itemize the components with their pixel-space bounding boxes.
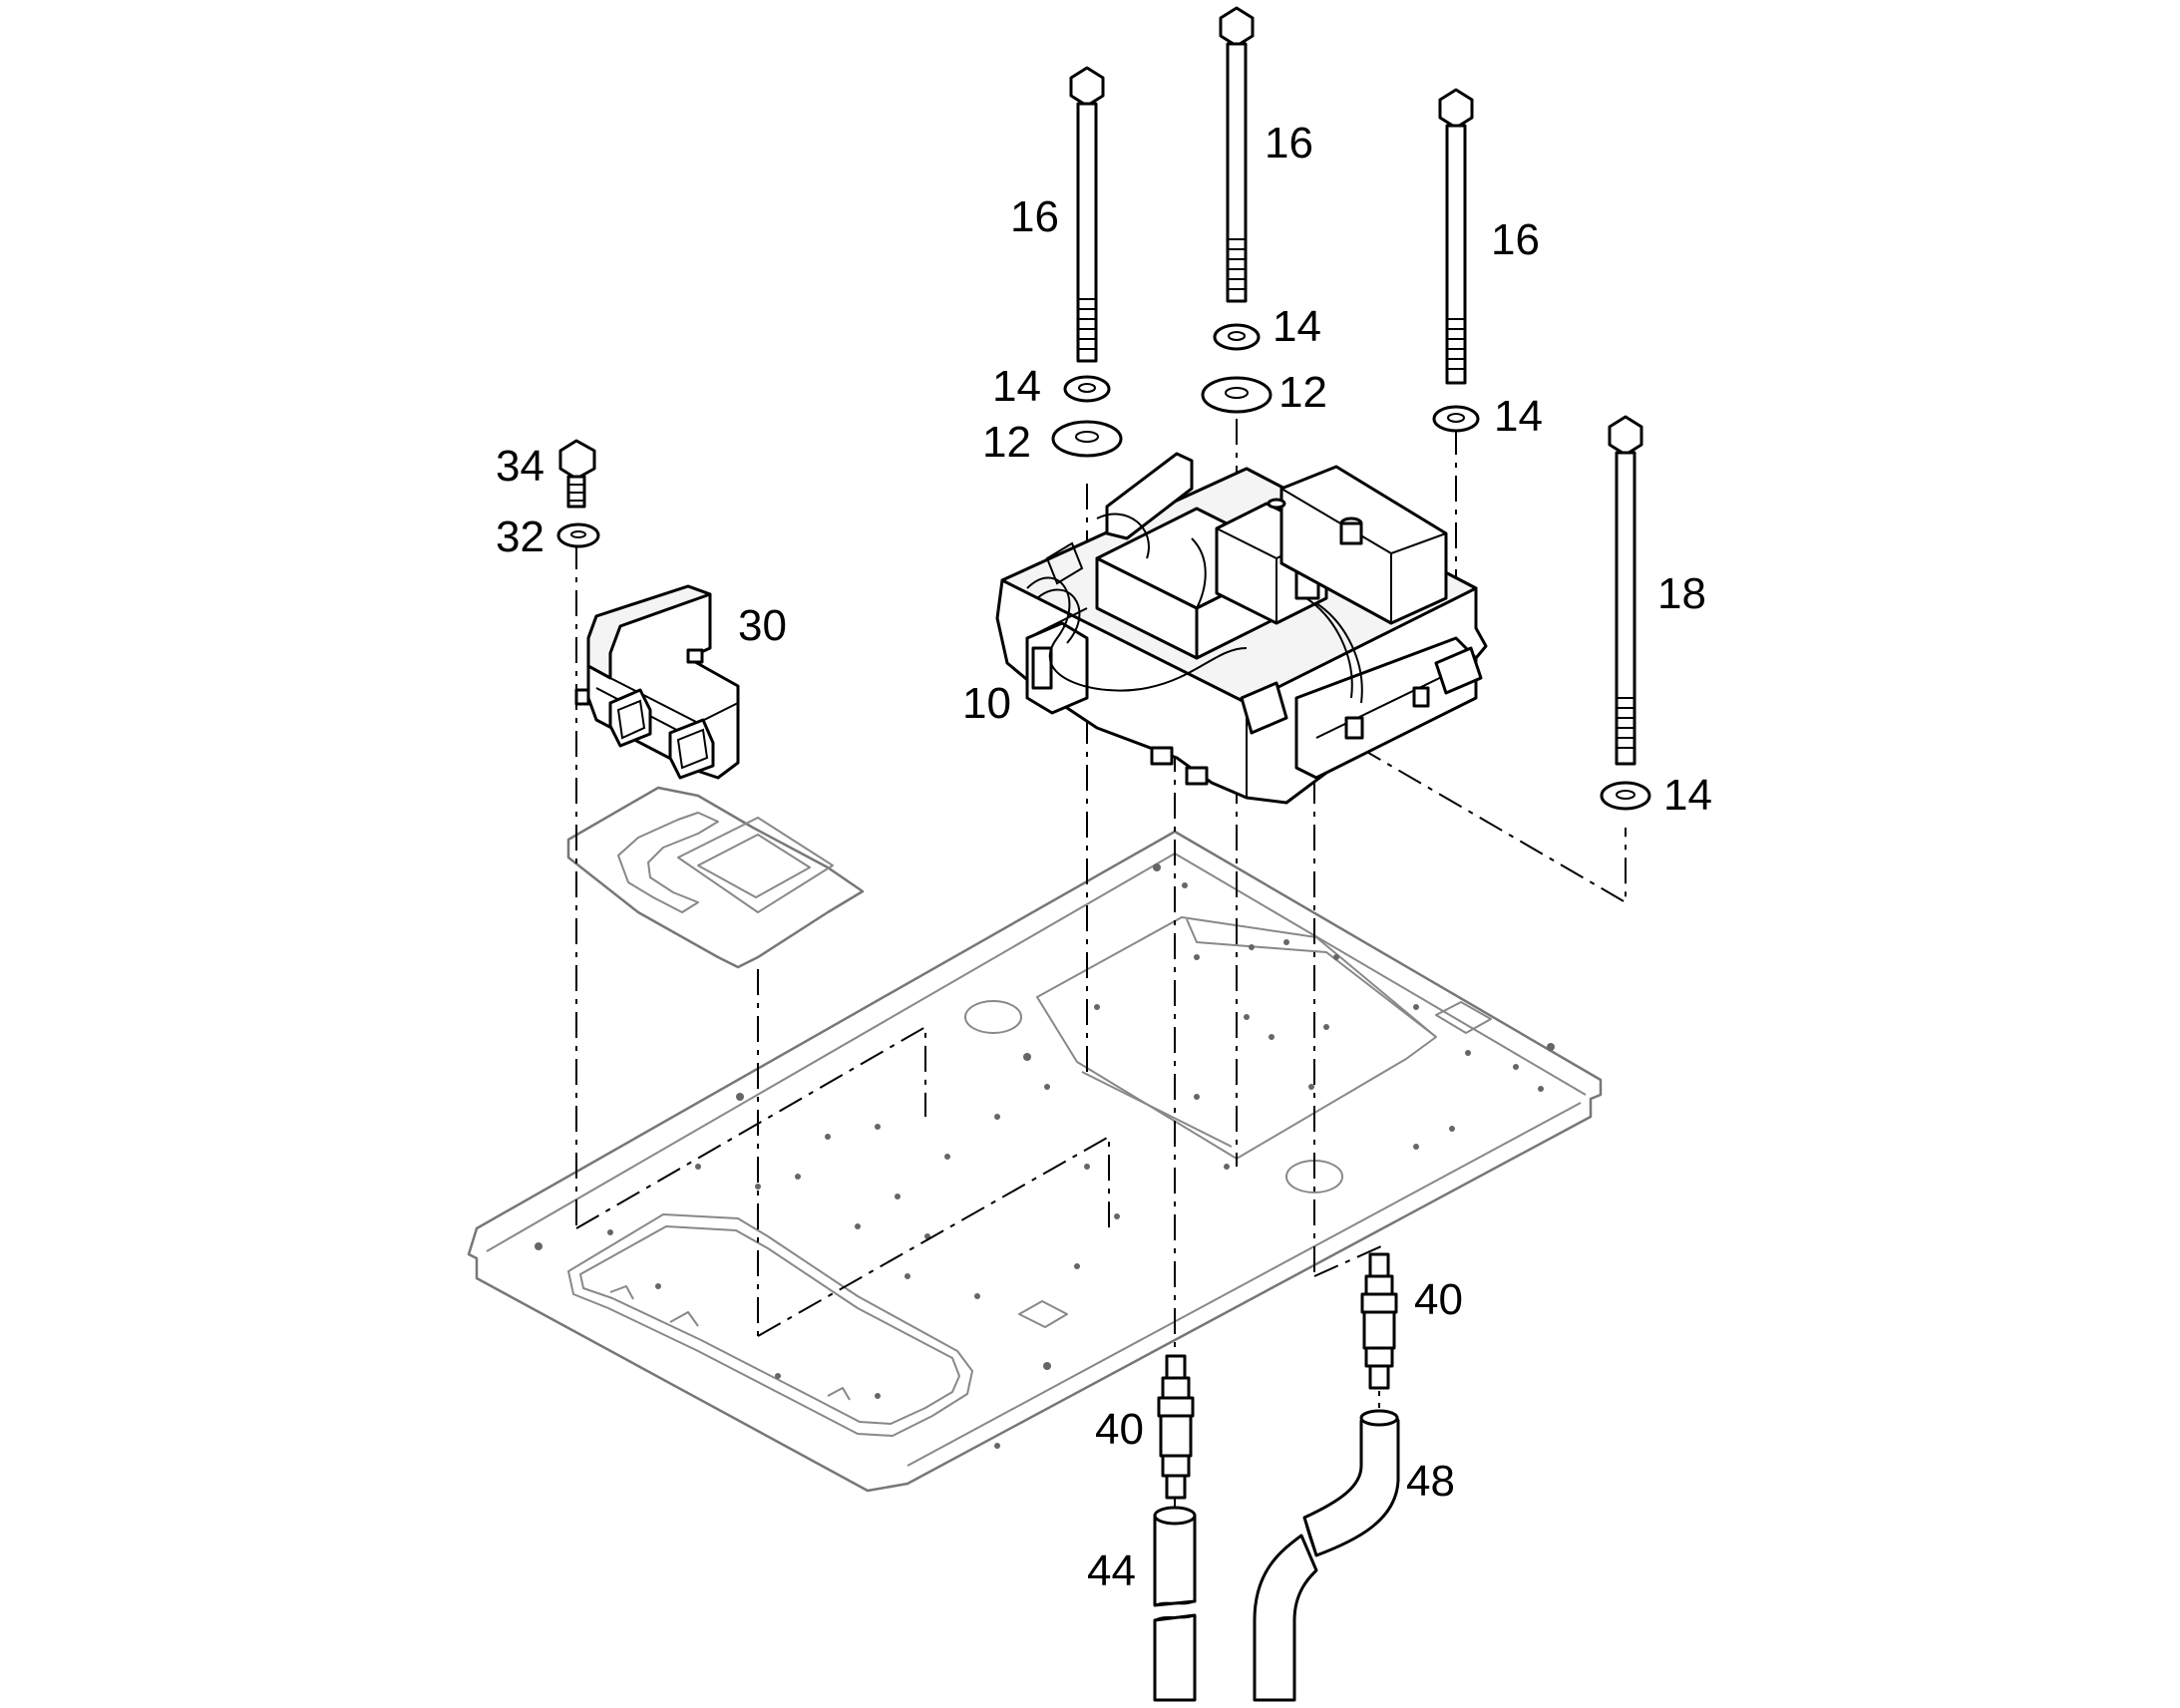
callout-34: 34 bbox=[496, 442, 545, 491]
bolt-16-right bbox=[1438, 88, 1474, 385]
bolt-18 bbox=[1608, 415, 1643, 766]
hose-44 bbox=[1153, 1506, 1197, 1702]
bolt-34 bbox=[558, 439, 596, 509]
fitting-40-right bbox=[1360, 1252, 1398, 1390]
washer-14-bolt18 bbox=[1600, 781, 1651, 811]
washer-14-right bbox=[1432, 405, 1480, 433]
callout-12-left: 12 bbox=[982, 418, 1031, 467]
callout-44: 44 bbox=[1087, 1546, 1136, 1595]
callout-16-left: 16 bbox=[1010, 192, 1059, 241]
callout-12-middle: 12 bbox=[1278, 368, 1327, 417]
callout-14-bolt18: 14 bbox=[1663, 771, 1712, 820]
callout-14-right: 14 bbox=[1494, 392, 1543, 441]
floor-plate bbox=[467, 830, 1603, 1493]
washer-12-left bbox=[1051, 420, 1123, 458]
fitting-40-left bbox=[1157, 1354, 1195, 1500]
callout-labels: 16 16 16 14 14 14 14 12 12 18 34 32 30 1… bbox=[496, 119, 1712, 1595]
washer-32 bbox=[556, 522, 600, 548]
washer-14-left bbox=[1063, 375, 1111, 403]
callout-10: 10 bbox=[962, 679, 1011, 728]
callout-14-middle: 14 bbox=[1272, 302, 1321, 351]
callout-32: 32 bbox=[496, 512, 545, 561]
callout-40-left: 40 bbox=[1095, 1405, 1144, 1454]
hose-48 bbox=[1253, 1409, 1400, 1702]
duct-part-30 bbox=[574, 584, 740, 780]
callout-40-right: 40 bbox=[1414, 1275, 1463, 1324]
callout-16-middle: 16 bbox=[1265, 119, 1313, 168]
gasket-plate bbox=[566, 786, 865, 969]
washer-14-middle bbox=[1213, 323, 1261, 351]
washer-12-middle bbox=[1201, 376, 1272, 414]
bolt-16-middle bbox=[1219, 6, 1255, 303]
callout-30: 30 bbox=[738, 601, 787, 650]
callout-18: 18 bbox=[1657, 569, 1706, 618]
callout-48: 48 bbox=[1406, 1457, 1455, 1506]
unit-10 bbox=[995, 452, 1488, 805]
callout-14-left: 14 bbox=[992, 362, 1041, 411]
bolt-16-left bbox=[1069, 66, 1105, 363]
callout-16-right: 16 bbox=[1491, 215, 1540, 264]
